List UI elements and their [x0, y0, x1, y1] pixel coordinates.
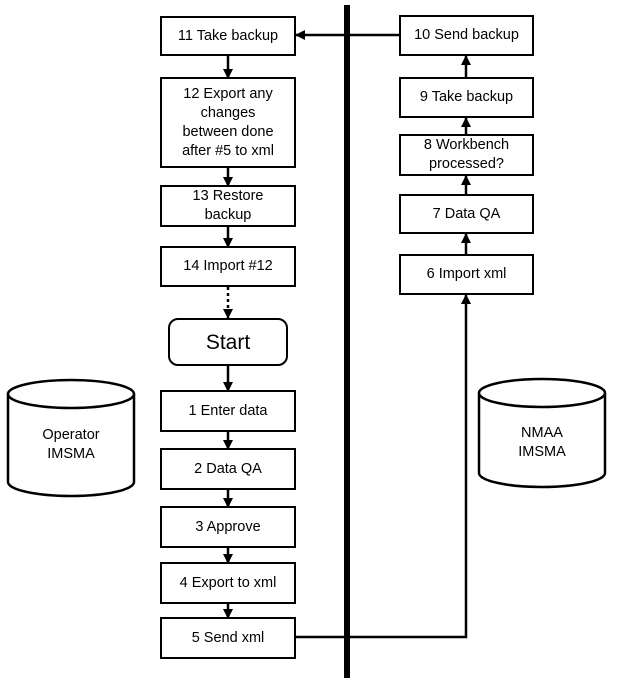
step-5-send-xml: 5 Send xml — [160, 617, 296, 659]
step-12-export-changes: 12 Export any changes between done after… — [160, 77, 296, 168]
nmaa-imsma-label: NMAA IMSMA — [518, 425, 566, 460]
step-6-import-xml: 6 Import xml — [399, 254, 534, 295]
step-13-restore-backup: 13 Restore backup — [160, 185, 296, 227]
step-8-workbench-processed: 8 Workbench processed? — [399, 134, 534, 176]
operator-imsma-label: Operator IMSMA — [42, 427, 100, 462]
operator-database-cylinder — [6, 378, 136, 498]
step-2-data-qa: 2 Data QA — [160, 448, 296, 490]
step-4-export-to-xml: 4 Export to xml — [160, 562, 296, 604]
step-10-send-backup: 10 Send backup — [399, 15, 534, 56]
step-1-enter-data: 1 Enter data — [160, 390, 296, 432]
step-3-approve: 3 Approve — [160, 506, 296, 548]
step-9-take-backup: 9 Take backup — [399, 77, 534, 118]
step-14-import: 14 Import #12 — [160, 246, 296, 287]
nmaa-database-cylinder — [477, 377, 607, 489]
start-terminal: Start — [168, 318, 288, 366]
step-11-take-backup: 11 Take backup — [160, 16, 296, 56]
arrow-5-to-6 — [296, 294, 471, 639]
step-7-data-qa: 7 Data QA — [399, 194, 534, 234]
